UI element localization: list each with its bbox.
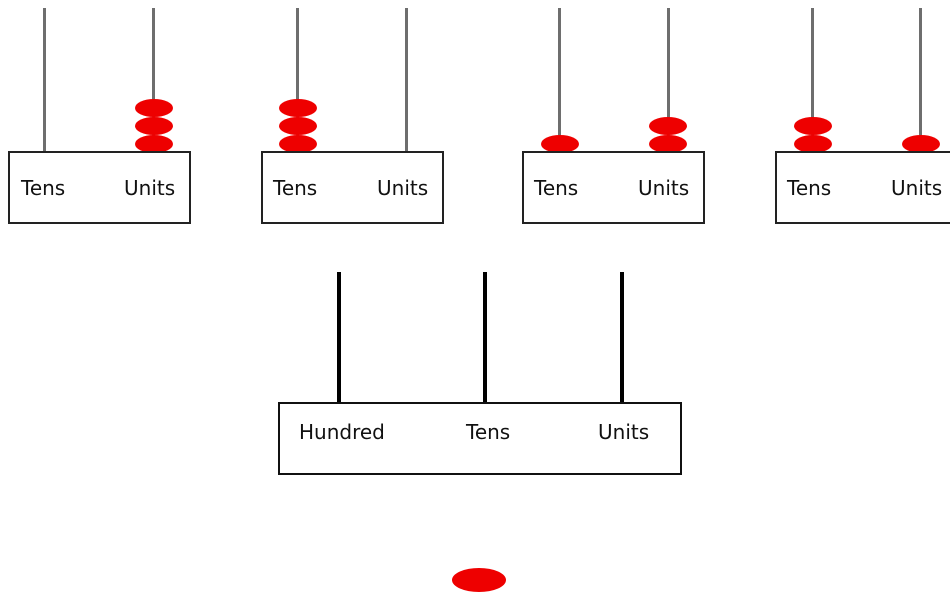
- abacus-1-frame: [8, 151, 191, 224]
- abacus-4-frame: [775, 151, 950, 224]
- abacus-4-tens-bead[interactable]: [794, 117, 832, 135]
- abacus-4-tens-bead[interactable]: [794, 135, 832, 153]
- hundred-rod[interactable]: [337, 272, 341, 403]
- loose-bead[interactable]: [452, 568, 506, 592]
- place-value-frame: [278, 402, 682, 475]
- tens-rod[interactable]: [483, 272, 487, 403]
- abacus-1-units-rod: [152, 8, 155, 152]
- abacus-1-tens-label: Tens: [21, 176, 66, 200]
- abacus-4-tens-label: Tens: [787, 176, 832, 200]
- abacus-2-units-label: Units: [377, 176, 429, 200]
- abacus-2-tens-rod: [296, 8, 299, 152]
- abacus-2-tens-bead[interactable]: [279, 135, 317, 153]
- units-label: Units: [598, 420, 650, 444]
- abacus-1-tens-rod: [43, 8, 46, 152]
- abacus-3-units-bead[interactable]: [649, 135, 687, 153]
- abacus-3-tens-label: Tens: [534, 176, 579, 200]
- abacus-4-units-label: Units: [891, 176, 943, 200]
- abacus-4-units-bead[interactable]: [902, 135, 940, 153]
- abacus-2-units-rod: [405, 8, 408, 152]
- abacus-2-tens-label: Tens: [273, 176, 318, 200]
- abacus-4-tens-rod: [811, 8, 814, 152]
- abacus-1-units-bead[interactable]: [135, 117, 173, 135]
- abacus-2-frame: [261, 151, 444, 224]
- abacus-1-units-bead[interactable]: [135, 135, 173, 153]
- abacus-3-units-rod: [667, 8, 670, 152]
- abacus-4-units-rod: [919, 8, 922, 152]
- abacus-3-frame: [522, 151, 705, 224]
- units-rod[interactable]: [620, 272, 624, 403]
- abacus-3-tens-rod: [558, 8, 561, 152]
- abacus-1-units-label: Units: [124, 176, 176, 200]
- abacus-3-tens-bead[interactable]: [541, 135, 579, 153]
- abacus-3-units-label: Units: [638, 176, 690, 200]
- abacus-2-tens-bead[interactable]: [279, 99, 317, 117]
- tens-label: Tens: [466, 420, 511, 444]
- hundred-label: Hundred: [299, 420, 385, 444]
- abacus-1-units-bead[interactable]: [135, 99, 173, 117]
- abacus-3-units-bead[interactable]: [649, 117, 687, 135]
- abacus-2-tens-bead[interactable]: [279, 117, 317, 135]
